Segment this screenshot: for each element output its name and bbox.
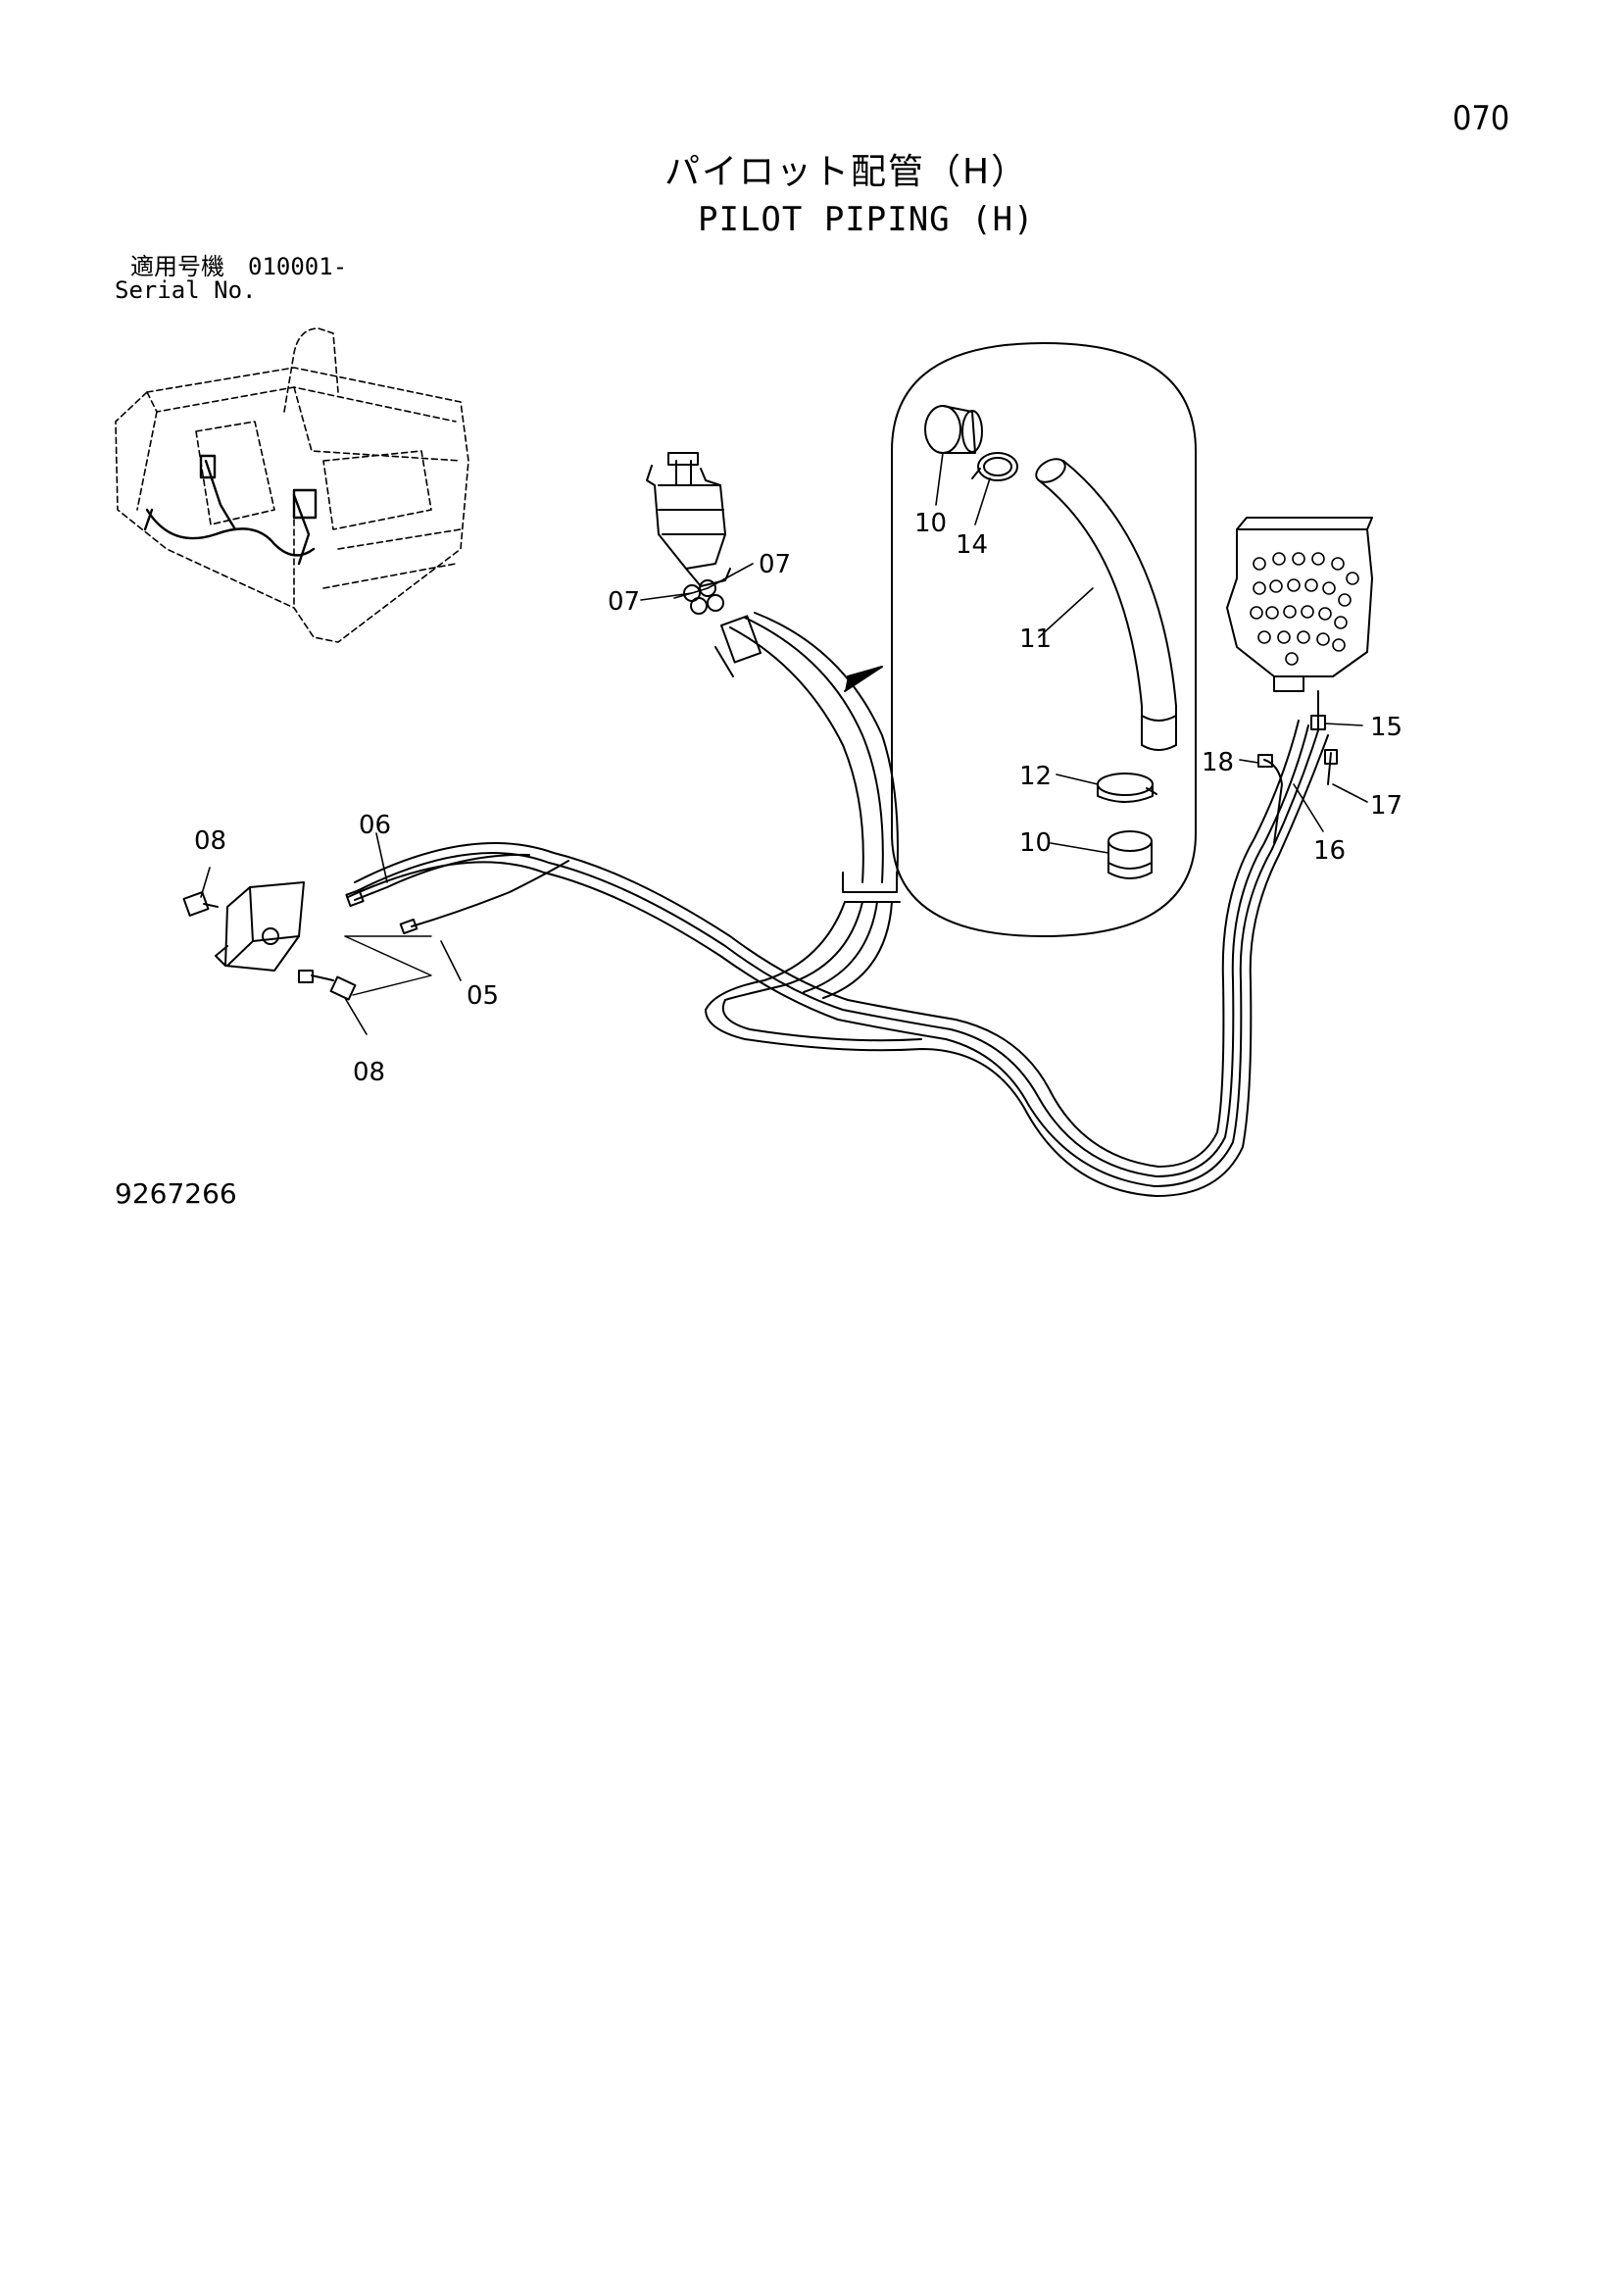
callout-07-left: 07 — [608, 587, 640, 617]
callout-08-lower: 08 — [353, 1058, 385, 1087]
wiring-harness-illustration — [143, 454, 318, 566]
hose-15 — [1310, 690, 1326, 731]
callout-15: 15 — [1370, 713, 1402, 742]
detail-balloon — [891, 342, 1197, 937]
page-number: 070 — [1452, 99, 1510, 138]
callout-05: 05 — [467, 981, 499, 1011]
control-valve-ports — [1250, 552, 1359, 666]
hose-branch-from-bundle — [705, 901, 893, 1011]
dashed-reference-lines — [344, 935, 432, 996]
callout-06: 06 — [359, 811, 391, 840]
excavator-overview-illustration — [115, 327, 469, 643]
callout-12: 12 — [1019, 762, 1052, 791]
drawing-number: 9267266 — [115, 1177, 237, 1210]
hose-06 — [345, 853, 530, 908]
fittings-07 — [683, 579, 724, 615]
pilot-valve — [646, 452, 731, 587]
callout-17: 17 — [1370, 791, 1402, 821]
page-title-english: PILOT PIPING (H) — [698, 200, 1035, 239]
detail-pointer — [844, 666, 883, 692]
serial-number-label: Serial No. — [115, 276, 257, 304]
callout-07-right: 07 — [759, 550, 791, 579]
hose-18 — [1257, 754, 1283, 844]
callout-10-upper: 10 — [914, 509, 947, 538]
plug-08-top — [182, 891, 219, 917]
callout-10-lower: 10 — [1019, 828, 1052, 858]
callout-14: 14 — [956, 530, 988, 560]
callout-16: 16 — [1313, 836, 1346, 866]
callout-11: 11 — [1019, 624, 1052, 654]
hose-05 — [399, 860, 569, 935]
callout-08-upper: 08 — [194, 826, 226, 856]
clamp-14 — [971, 452, 1018, 481]
serial-applicability-label: 適用号機 010001- — [130, 253, 348, 280]
hose-17 — [1324, 749, 1338, 785]
leader-lines — [200, 452, 1368, 1035]
protector-11 — [1035, 458, 1177, 751]
sleeve-10-top — [924, 405, 983, 454]
control-valve — [1226, 517, 1373, 692]
hose-bundle-upper — [714, 612, 901, 903]
clamp-12 — [1097, 773, 1157, 803]
sleeve-10-bottom — [1107, 830, 1153, 879]
callout-labels: 10 14 11 12 10 07 07 08 06 05 08 15 18 1… — [194, 509, 1402, 1087]
hose-bundle-main — [347, 720, 1329, 1197]
shuttle-valve-block — [215, 881, 305, 972]
plug-08-bottom — [298, 970, 357, 1001]
page-title-japanese: パイロット配管（H） — [664, 152, 1029, 192]
callout-18: 18 — [1202, 748, 1234, 777]
